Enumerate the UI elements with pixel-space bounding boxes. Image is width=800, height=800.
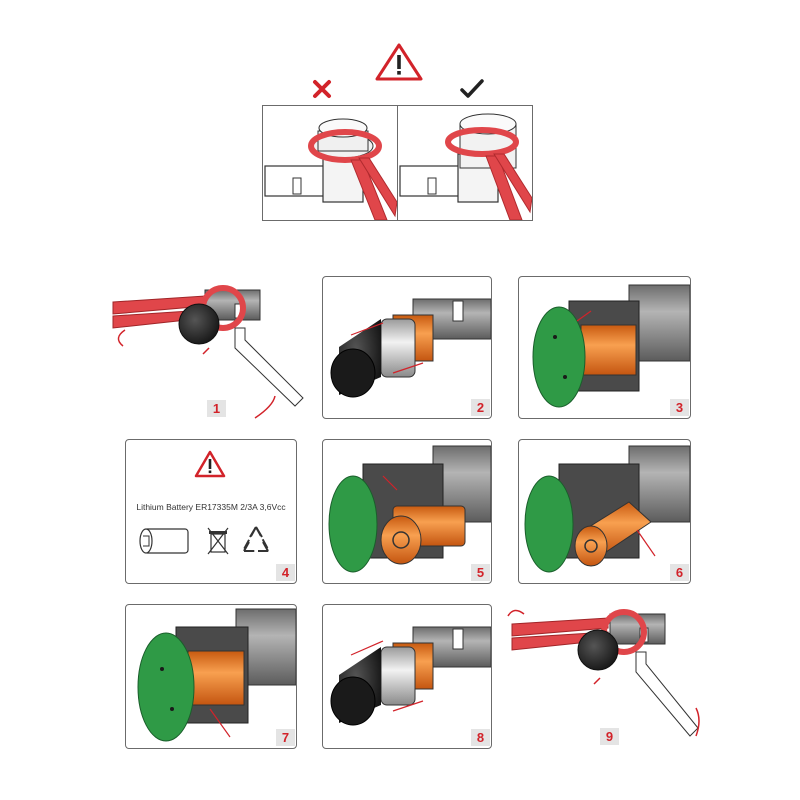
step-9-illustration [507, 609, 700, 737]
wrong-tool-placement [264, 118, 397, 220]
step-number: 2 [471, 399, 490, 416]
step-3-illustration [532, 284, 690, 408]
step-8-panel: 8 [322, 604, 492, 749]
battery-icon [139, 528, 189, 554]
cross-icon [313, 80, 331, 98]
step-6-panel: 6 [518, 439, 691, 584]
step-number: 9 [600, 728, 619, 745]
warning-triangle-icon [375, 43, 423, 81]
crossed-bin-icon [207, 527, 229, 555]
battery-spec-text: Lithium Battery ER17335M 2/3A 3,6Vcc [136, 502, 286, 512]
step-5-illustration [328, 445, 491, 573]
step-number: 6 [670, 564, 689, 581]
step-1-panel: 1 [105, 278, 315, 423]
step-2-illustration [330, 298, 491, 398]
warning-triangle-icon [194, 450, 226, 478]
step-number: 4 [276, 564, 295, 581]
recycle-icon [241, 524, 271, 552]
step-3-panel: 3 [518, 276, 691, 419]
step-number: 8 [471, 729, 490, 746]
step-number: 3 [670, 399, 689, 416]
step-4-panel: Lithium Battery ER17335M 2/3A 3,6Vcc 4 [125, 439, 297, 584]
step-6-illustration [524, 445, 690, 573]
step-2-panel: 2 [322, 276, 492, 419]
step-8-illustration [330, 626, 491, 726]
comparison-divider [397, 106, 398, 220]
step-number: 1 [207, 400, 226, 417]
step-9-panel: 9 [500, 600, 710, 750]
step-7-illustration [137, 608, 296, 742]
step-5-panel: 5 [322, 439, 492, 584]
correct-tool-placement [399, 113, 532, 220]
step-1-illustration [112, 285, 304, 419]
step-7-panel: 7 [125, 604, 297, 749]
step-number: 7 [276, 729, 295, 746]
step-number: 5 [471, 564, 490, 581]
check-icon [460, 79, 484, 98]
comparison-box [262, 105, 533, 221]
